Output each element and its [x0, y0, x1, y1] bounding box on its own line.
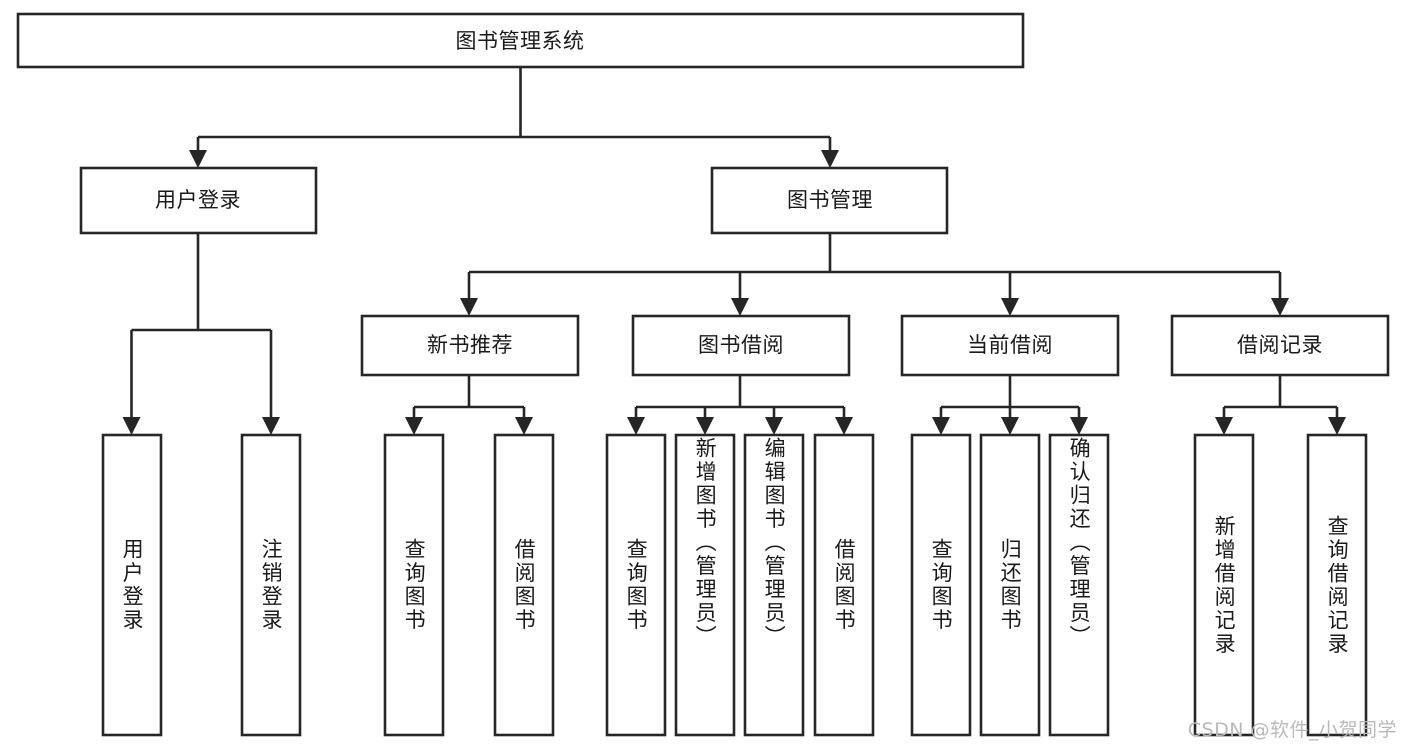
connector-currentborrow-to-leaves: [932, 375, 1088, 435]
leaf-confirm-return-box[interactable]: [1048, 433, 1110, 737]
node-book-borrow-label: 图书借阅: [698, 333, 784, 357]
node-borrow-record-label: 借阅记录: [1237, 333, 1323, 357]
leaf-add-record-box[interactable]: [1193, 433, 1255, 737]
node-current-borrow-label: 当前借阅: [967, 333, 1053, 357]
leaf-user-login-box[interactable]: [101, 433, 163, 737]
connector-root-to-level2: [189, 67, 839, 168]
csdn-watermark: CSDN @软件_小贺同学: [1187, 719, 1397, 741]
node-borrow-record-box[interactable]: [1170, 314, 1390, 377]
connector-borrowrecord-to-leaves: [1215, 375, 1346, 435]
connector-bookborrow-to-leaves: [627, 375, 853, 435]
leaf-query-record-box[interactable]: [1306, 433, 1368, 737]
leaf-edit-book-box[interactable]: [743, 433, 805, 737]
leaf-query-book-1-box[interactable]: [383, 433, 445, 737]
leaf-return-book-box[interactable]: [979, 433, 1041, 737]
connector-newbook-to-leaves: [405, 375, 533, 435]
leaf-borrow-book-1-box[interactable]: [493, 433, 555, 737]
connector-userlogin-to-leaves: [122, 233, 280, 435]
connector-bookmanage-to-level3: [460, 233, 1289, 316]
node-new-book-rec-label: 新书推荐: [427, 333, 513, 357]
leaf-query-book-2-box[interactable]: [605, 433, 667, 737]
node-book-manage-label: 图书管理: [787, 188, 873, 212]
node-user-login-box[interactable]: [79, 166, 318, 235]
node-book-manage-box[interactable]: [710, 166, 949, 235]
node-book-borrow-box[interactable]: [631, 314, 851, 377]
leaf-borrow-book-2-box[interactable]: [813, 433, 875, 737]
leaf-add-book-box[interactable]: [674, 433, 736, 737]
node-root-box[interactable]: [16, 12, 1025, 69]
node-root-label: 图书管理系统: [456, 29, 585, 53]
leaf-logout-box[interactable]: [240, 433, 302, 737]
leaf-query-book-3-box[interactable]: [910, 433, 972, 737]
node-current-borrow-box[interactable]: [900, 314, 1120, 377]
node-new-book-rec-box[interactable]: [360, 314, 580, 377]
node-user-login-label: 用户登录: [155, 188, 241, 212]
